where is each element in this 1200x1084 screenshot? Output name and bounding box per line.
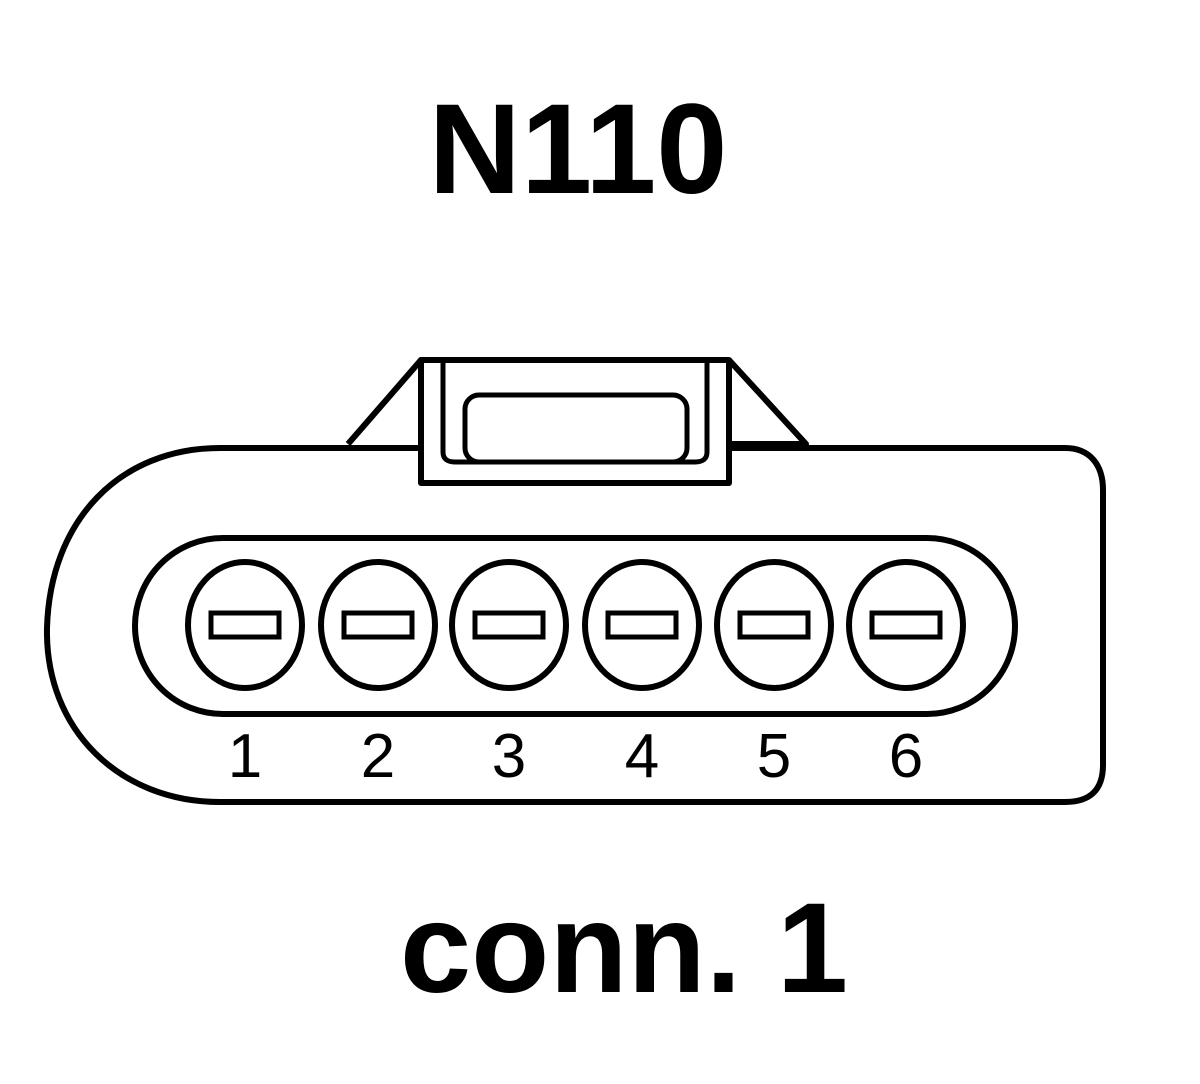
pins: 1 2 3 4 5 6 [185, 559, 966, 791]
pin-2: 2 [318, 559, 438, 791]
latch-wing-right [726, 357, 809, 447]
pin-number-label: 2 [361, 722, 395, 791]
pin-socket [449, 559, 569, 691]
pin-1: 1 [185, 559, 305, 791]
connector-label: conn. 1 [400, 877, 848, 1020]
pin-cavity-frame [132, 535, 1018, 717]
pin-number-label: 6 [889, 722, 923, 791]
latch-wing-left [345, 357, 424, 446]
pin-terminal-slot [208, 610, 282, 640]
latch-box [418, 357, 732, 486]
pin-3: 3 [449, 559, 569, 791]
housing-shell [43, 445, 1106, 805]
pin-terminal-slot [737, 610, 811, 640]
pin-6: 6 [846, 559, 966, 791]
latch-slot [462, 392, 690, 465]
connector-housing [43, 357, 1106, 805]
pin-socket [318, 559, 438, 691]
pin-socket [846, 559, 966, 691]
pin-5: 5 [714, 559, 834, 791]
latch-inner-frame [440, 362, 710, 465]
component-label: N110 [429, 78, 728, 221]
pin-socket [714, 559, 834, 691]
pin-4: 4 [582, 559, 702, 791]
pin-terminal-slot [605, 610, 679, 640]
pin-terminal-slot [341, 610, 415, 640]
pin-socket [582, 559, 702, 691]
pin-terminal-slot [869, 610, 943, 640]
pin-number-label: 5 [757, 722, 791, 791]
pin-terminal-slot [472, 610, 546, 640]
pin-number-label: 4 [625, 722, 659, 791]
pin-socket [185, 559, 305, 691]
pin-number-label: 1 [228, 722, 262, 791]
pin-number-label: 3 [492, 722, 526, 791]
